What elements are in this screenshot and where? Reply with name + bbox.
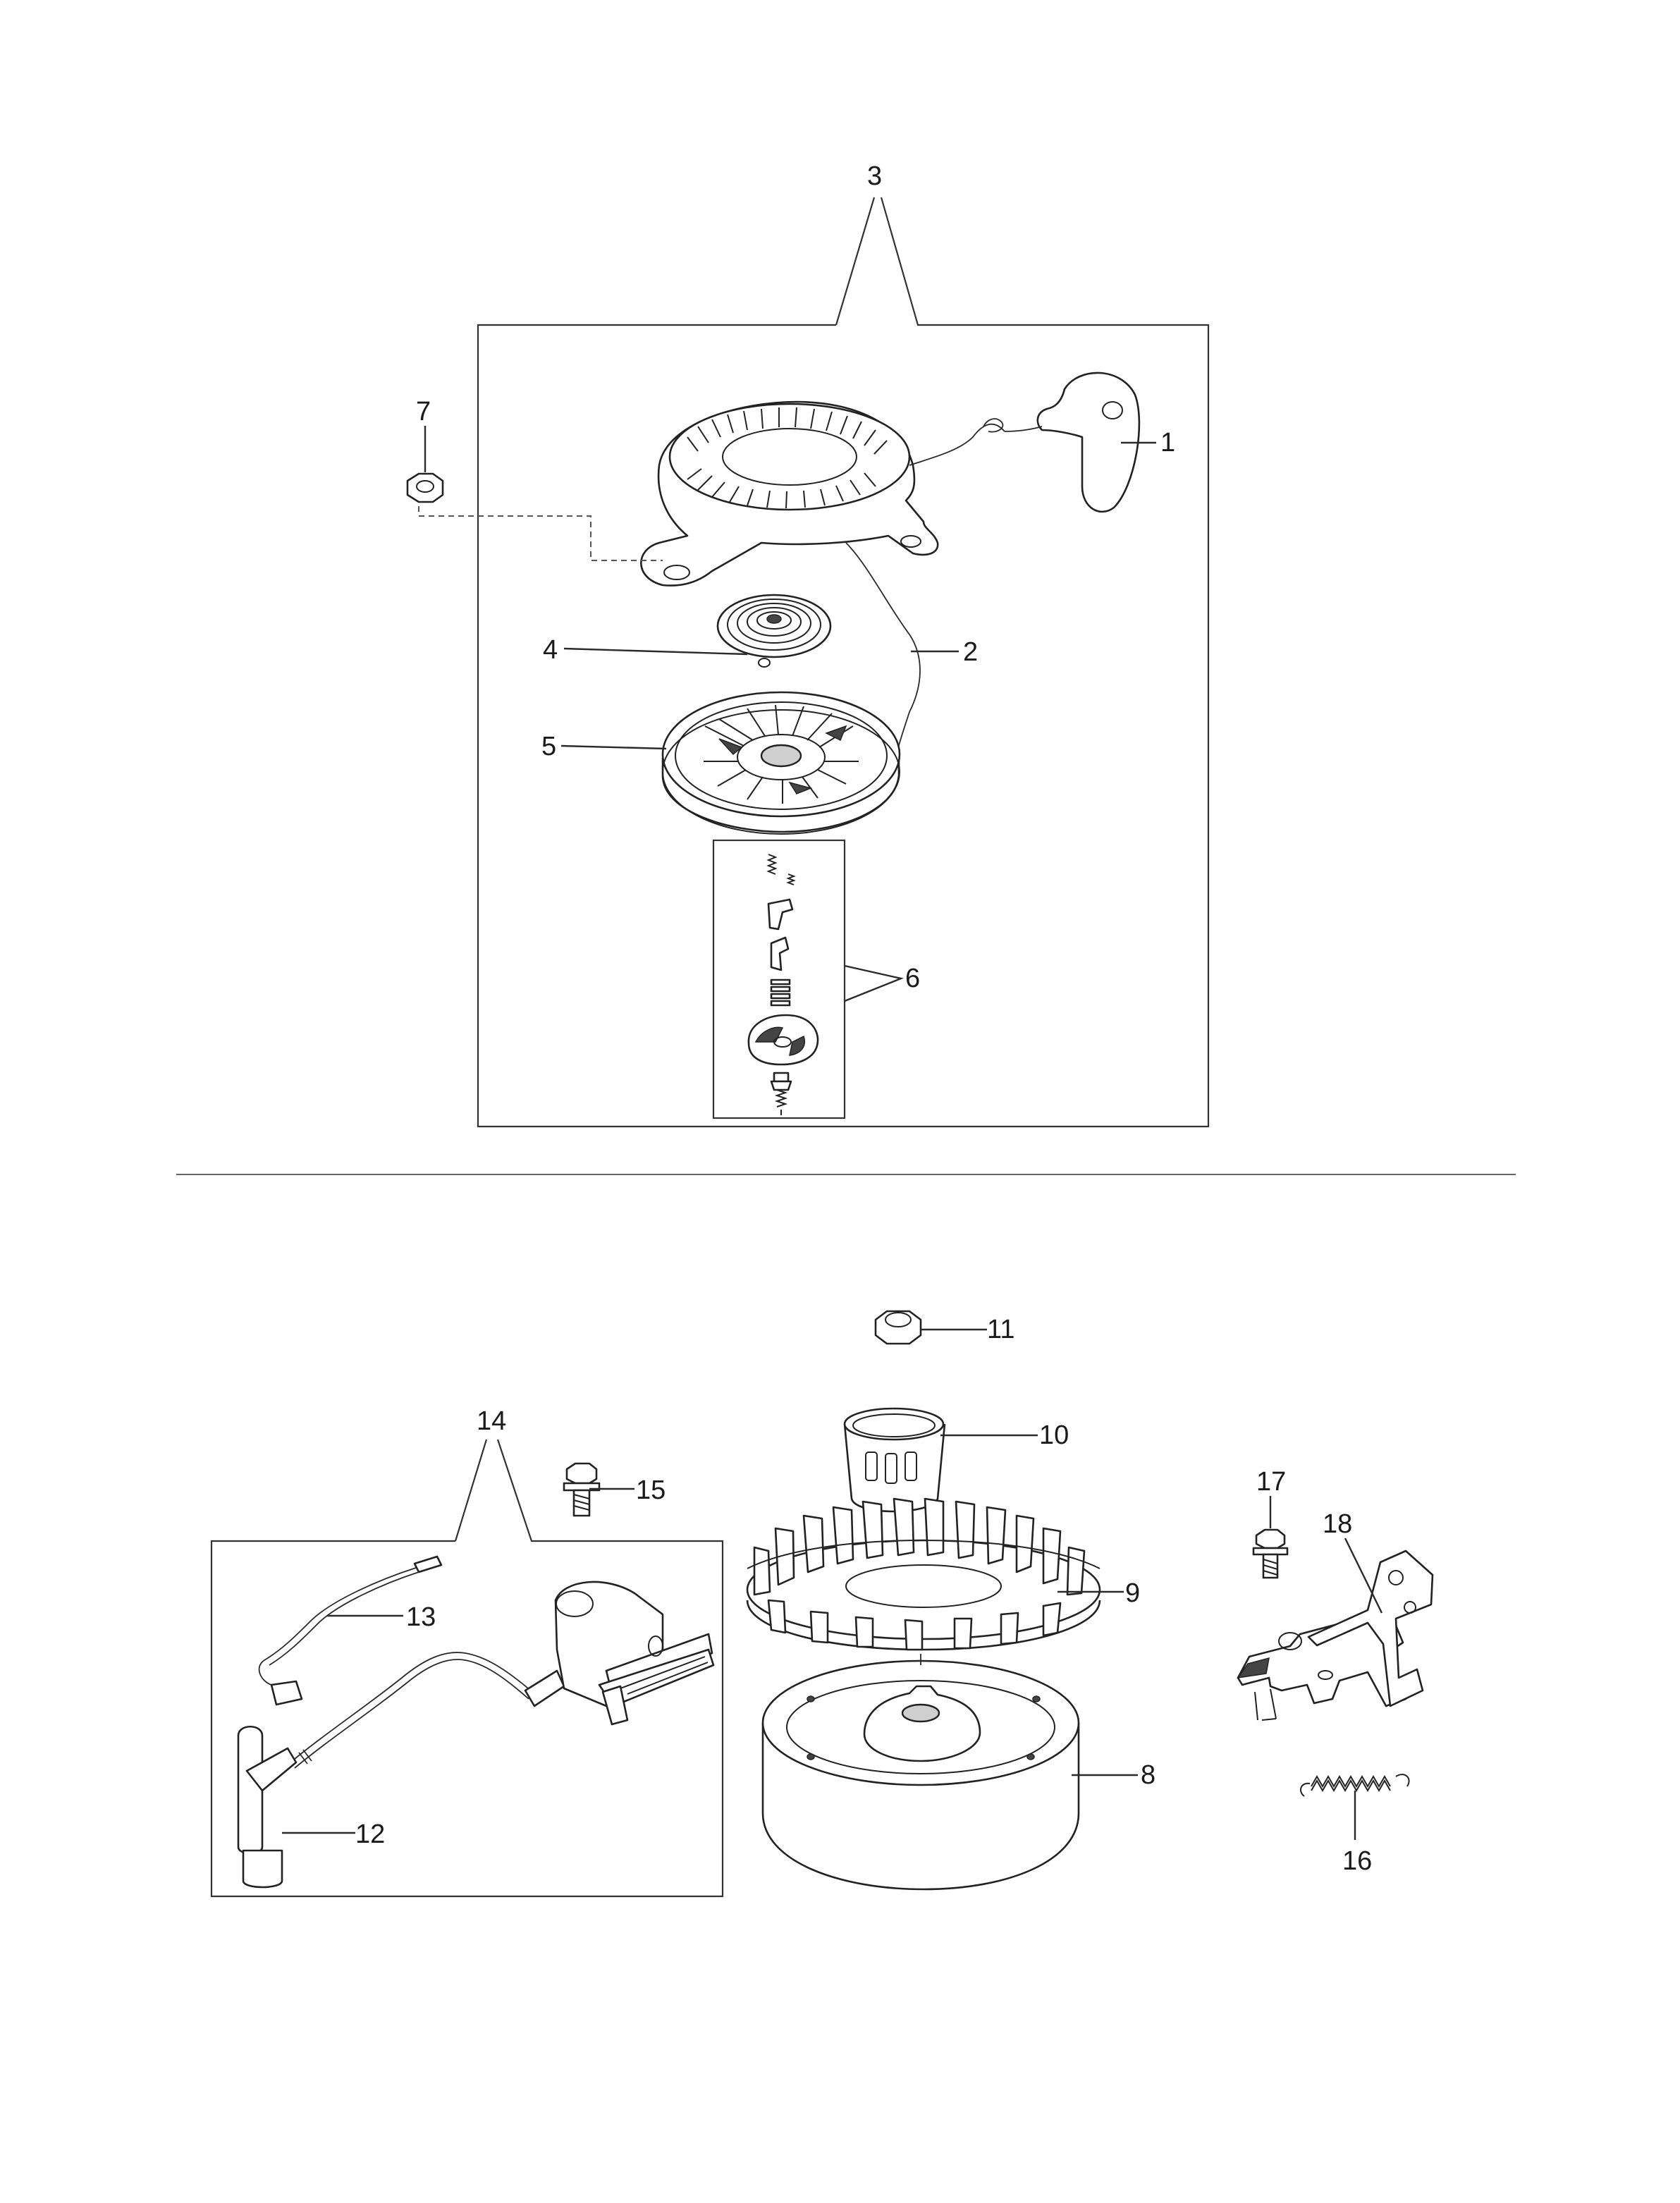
callout-1: 1	[1160, 428, 1175, 458]
callout-9: 9	[1125, 1578, 1140, 1608]
starter-rope-part	[845, 542, 921, 783]
callout-7: 7	[416, 397, 431, 427]
governor-spring-part	[1299, 1774, 1410, 1797]
callout-16: 16	[1342, 1846, 1372, 1876]
bolt-part-15	[563, 1462, 601, 1517]
callout-11: 11	[987, 1315, 1014, 1344]
starter-housing-part	[640, 400, 1005, 587]
callout-17: 17	[1256, 1467, 1286, 1497]
callout-15: 15	[636, 1475, 666, 1505]
recoil-starter-assembly-group: 3 1	[406, 161, 1210, 1128]
ground-wire-part	[258, 1555, 443, 1706]
assembly-frame-14	[210, 1439, 724, 1898]
nut-alignment-leader	[418, 506, 663, 561]
starter-grip-part	[1004, 372, 1141, 513]
flywheel-part	[761, 1654, 1080, 1891]
flywheel-nut-part	[874, 1310, 922, 1345]
callout-12: 12	[355, 1820, 385, 1849]
recoil-spring-part	[716, 594, 832, 668]
callout-3: 3	[867, 161, 882, 191]
starter-pulley-part	[661, 691, 901, 835]
callout-4: 4	[543, 635, 558, 665]
callout-14: 14	[477, 1406, 506, 1436]
assembly-frame-3	[477, 197, 1210, 1128]
callout-2: 2	[963, 637, 978, 667]
ignition-coil-part	[237, 1581, 715, 1889]
callout-5: 5	[541, 732, 556, 761]
bolt-part-17	[1252, 1528, 1289, 1579]
callout-6: 6	[905, 964, 920, 993]
callout-13: 13	[406, 1602, 436, 1632]
cooling-fan-part	[746, 1497, 1101, 1651]
ignition-flywheel-group: 14 13	[210, 1310, 1434, 1898]
flange-nut-part-7	[406, 472, 444, 503]
ratchet-kit-frame	[712, 839, 846, 1119]
callout-8: 8	[1141, 1760, 1155, 1790]
governor-bracket-part	[1237, 1550, 1434, 1721]
starter-cup-part	[843, 1407, 946, 1513]
callout-18: 18	[1323, 1509, 1352, 1539]
callout-10: 10	[1039, 1420, 1069, 1450]
ratchet-kit-part	[747, 854, 819, 1115]
